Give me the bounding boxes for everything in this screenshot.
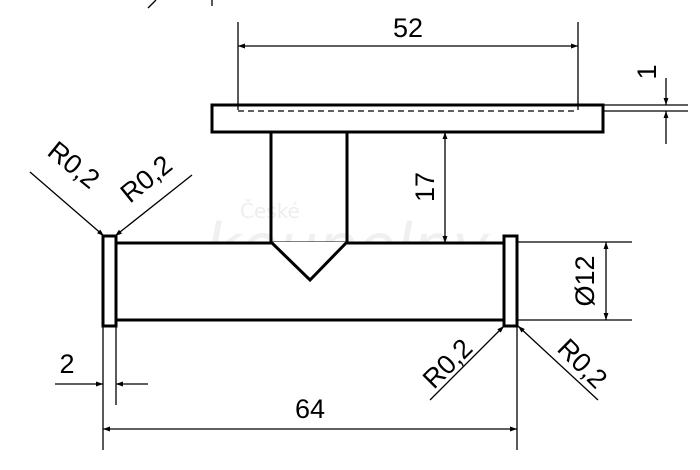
dimension-stem-height: 17 (410, 132, 448, 243)
dimension-plate-thickness: 1 (603, 64, 688, 144)
left-end-cap (101, 234, 118, 328)
stem (269, 132, 349, 243)
dim-label-52: 52 (393, 13, 423, 43)
dim-label-64: 64 (295, 394, 325, 424)
radius-label-top-left-a: R0,2 (42, 135, 105, 194)
dim-label-diameter-12: Ø12 (570, 255, 600, 306)
radius-label-bottom-right-a: R0,2 (417, 333, 479, 395)
dimension-tube-diameter: Ø12 (517, 241, 632, 321)
dim-label-1: 1 (632, 64, 662, 79)
radius-callouts-top-left: R0,2 R0,2 (29, 135, 193, 237)
radius-label-top-left-b: R0,2 (115, 149, 178, 208)
part-outline (101, 103, 605, 328)
radius-callouts-bottom-right: R0,2 R0,2 (417, 325, 613, 401)
dim-label-2: 2 (59, 349, 74, 379)
cropped-leaders (147, 0, 213, 9)
dim-label-17: 17 (410, 172, 440, 202)
dimension-total-length: 64 (102, 326, 518, 450)
stem-cone (269, 240, 349, 283)
right-end-cap (502, 234, 519, 328)
mounting-plate (210, 103, 605, 134)
dimension-end-cap-width: 2 (55, 326, 148, 405)
dimension-plate-width: 52 (237, 13, 579, 110)
